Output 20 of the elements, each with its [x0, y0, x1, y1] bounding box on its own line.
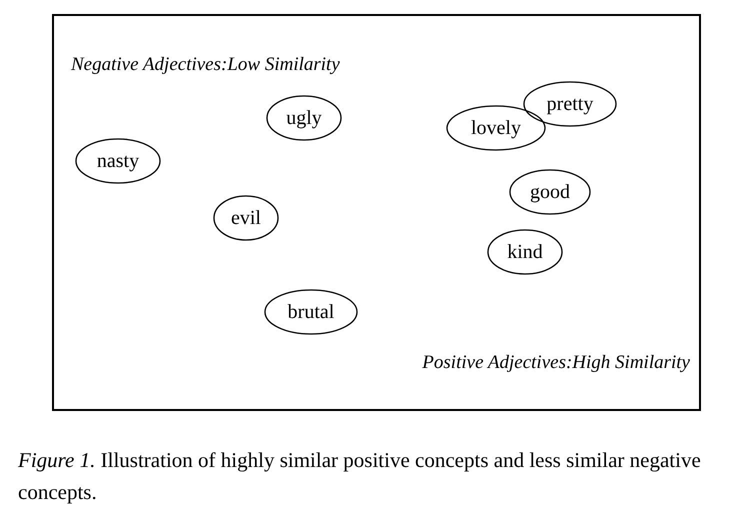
- concept-word: evil: [231, 206, 261, 230]
- concept-ellipse: [75, 138, 161, 184]
- concept-word: nasty: [96, 150, 140, 172]
- concept-ellipse: [213, 195, 279, 241]
- region-heading: Positive Adjectives:High Similarity: [422, 352, 690, 374]
- concept-word: good: [530, 180, 570, 204]
- concept-ellipse: [446, 105, 546, 151]
- region-heading: Negative Adjectives:Low Similarity: [71, 54, 340, 76]
- concept-ellipse: [523, 81, 617, 127]
- concept-word: lovely: [471, 116, 521, 140]
- concept-ellipse: [509, 169, 591, 215]
- concept-word: ugly: [286, 106, 322, 130]
- concept-ellipse: [264, 289, 358, 335]
- concept-ellipse: [266, 95, 342, 141]
- concept-word: pretty: [546, 92, 594, 116]
- concept-ellipse: [487, 229, 563, 275]
- figure-frame: [52, 14, 701, 411]
- concept-word: kind: [507, 240, 543, 264]
- concept-word: brutal: [288, 300, 334, 324]
- figure-caption: Figure 1. Illustration of highly similar positive concepts and less similar negative concepts.: [18, 447, 702, 506]
